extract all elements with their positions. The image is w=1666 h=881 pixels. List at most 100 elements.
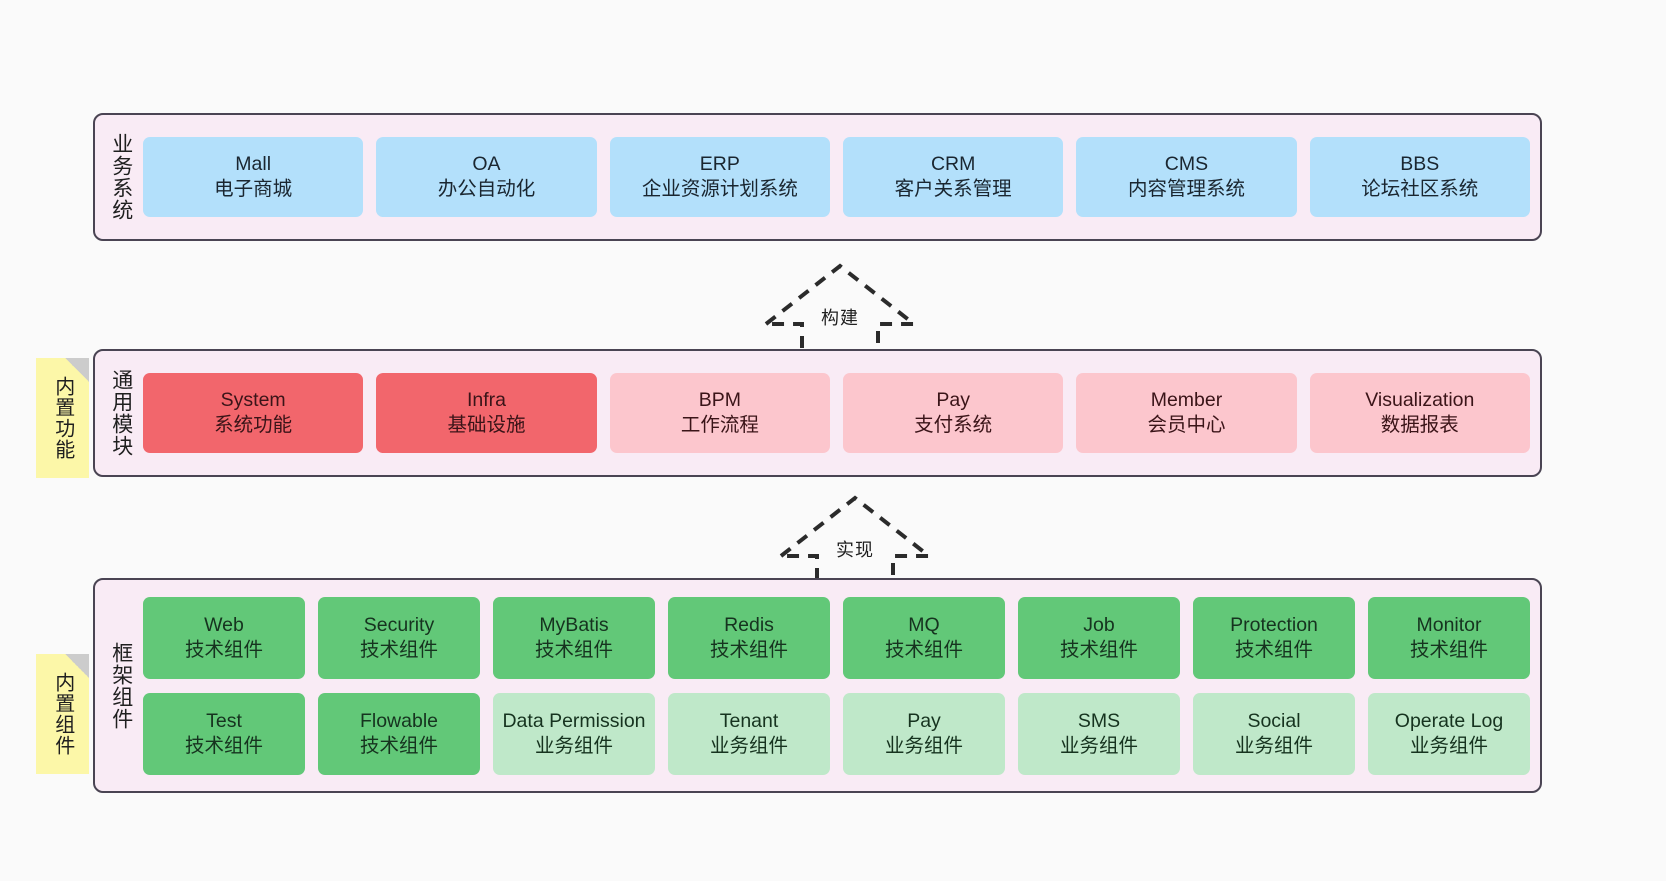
cell-mybatis-cn: 技术组件: [534, 638, 613, 661]
arrow-build-label: 构建: [821, 308, 859, 328]
cell-operate-log-en: Operate Log: [1394, 709, 1504, 732]
tier1-row-1: Mall 电子商城 OA 办公自动化 ERP 企业资源计划系统 CRM 客户关系…: [143, 137, 1530, 217]
cell-protection-en: Protection: [1230, 613, 1318, 636]
cell-crm[interactable]: CRM 客户关系管理: [842, 137, 1064, 217]
cell-job-en: Job: [1083, 613, 1115, 636]
cell-oa-en: OA: [472, 153, 501, 176]
cell-member-en: Member: [1150, 389, 1223, 412]
cell-sms[interactable]: SMS 业务组件: [1018, 692, 1180, 775]
cell-test[interactable]: Test 技术组件: [143, 692, 305, 775]
tier-body-framework-components: Web 技术组件 Security 技术组件 MyBatis 技术组件 Redi…: [143, 588, 1530, 783]
cell-job-cn: 技术组件: [1059, 638, 1138, 661]
cell-crm-en: CRM: [930, 153, 976, 176]
cell-system[interactable]: System 系统功能: [143, 373, 364, 453]
cell-web-en: Web: [204, 613, 244, 636]
cell-erp[interactable]: ERP 企业资源计划系统: [609, 137, 830, 217]
cell-cms-en: CMS: [1164, 153, 1209, 176]
cell-tenant-cn: 业务组件: [709, 734, 788, 757]
tier2-row-1: System 系统功能 Infra 基础设施 BPM 工作流程 Pay 支付系统…: [143, 373, 1530, 453]
cell-tenant-en: Tenant: [719, 709, 779, 732]
cell-protection[interactable]: Protection 技术组件: [1193, 596, 1355, 679]
cell-sms-cn: 业务组件: [1059, 734, 1138, 757]
cell-bpm[interactable]: BPM 工作流程: [609, 373, 830, 453]
cell-redis[interactable]: Redis 技术组件: [668, 596, 830, 679]
cell-bbs-cn: 论坛社区系统: [1361, 178, 1479, 200]
cell-system-en: System: [220, 389, 286, 412]
tier-body-business-systems: Mall 电子商城 OA 办公自动化 ERP 企业资源计划系统 CRM 客户关系…: [143, 123, 1530, 231]
cell-pay-component[interactable]: Pay 业务组件: [843, 692, 1005, 775]
cell-web[interactable]: Web 技术组件: [143, 596, 305, 679]
tier-body-common-modules: System 系统功能 Infra 基础设施 BPM 工作流程 Pay 支付系统…: [143, 359, 1530, 467]
cell-mybatis-en: MyBatis: [539, 613, 609, 636]
cell-bpm-en: BPM: [698, 389, 741, 412]
cell-social-cn: 业务组件: [1234, 734, 1313, 757]
cell-monitor[interactable]: Monitor 技术组件: [1368, 596, 1530, 679]
cell-job[interactable]: Job 技术组件: [1018, 596, 1180, 679]
cell-erp-cn: 企业资源计划系统: [641, 178, 798, 200]
cell-monitor-en: Monitor: [1416, 613, 1482, 636]
cell-mybatis[interactable]: MyBatis 技术组件: [493, 596, 655, 679]
cell-flowable-en: Flowable: [359, 709, 439, 732]
cell-mall-cn: 电子商城: [214, 178, 293, 200]
cell-bbs[interactable]: BBS 论坛社区系统: [1309, 137, 1530, 217]
cell-bpm-cn: 工作流程: [680, 414, 759, 436]
cell-web-cn: 技术组件: [184, 638, 263, 661]
cell-crm-cn: 客户关系管理: [894, 178, 1012, 200]
tier-label-framework-components: 框架组件: [109, 641, 133, 730]
note-builtin-functions: 内置功能: [36, 358, 89, 478]
arrow-implement: 实现: [775, 494, 935, 589]
cell-social[interactable]: Social 业务组件: [1193, 692, 1355, 775]
tier-label-common-modules: 通用模块: [109, 369, 133, 457]
cell-flowable[interactable]: Flowable 技术组件: [318, 692, 480, 775]
cell-member[interactable]: Member 会员中心: [1076, 373, 1297, 453]
cell-test-cn: 技术组件: [184, 734, 263, 757]
cell-monitor-cn: 技术组件: [1409, 638, 1488, 661]
cell-sms-en: SMS: [1077, 709, 1121, 732]
tier-label-business-systems: 业务系统: [109, 133, 133, 221]
cell-pay-module[interactable]: Pay 支付系统: [842, 373, 1064, 453]
cell-infra-en: Infra: [466, 389, 506, 412]
cell-infra[interactable]: Infra 基础设施: [376, 373, 597, 453]
cell-mq[interactable]: MQ 技术组件: [843, 596, 1005, 679]
cell-mq-cn: 技术组件: [884, 638, 963, 661]
cell-redis-en: Redis: [724, 613, 774, 636]
tier-common-modules: 通用模块 System 系统功能 Infra 基础设施 BPM 工作流程 Pay…: [93, 349, 1542, 477]
cell-pay-component-en: Pay: [907, 709, 941, 732]
cell-operate-log[interactable]: Operate Log 业务组件: [1368, 692, 1530, 775]
arrow-build: 构建: [760, 262, 920, 357]
cell-mq-en: MQ: [908, 613, 940, 636]
cell-member-cn: 会员中心: [1147, 414, 1226, 436]
cell-oa[interactable]: OA 办公自动化: [376, 137, 597, 217]
cell-visualization-en: Visualization: [1365, 389, 1475, 412]
cell-bbs-en: BBS: [1400, 153, 1440, 176]
arrow-implement-icon: [775, 495, 935, 588]
cell-mall[interactable]: Mall 电子商城: [143, 137, 364, 217]
arrow-implement-label: 实现: [836, 540, 874, 560]
note-builtin-components: 内置组件: [36, 654, 89, 774]
cell-operate-log-cn: 业务组件: [1409, 734, 1488, 757]
cell-social-en: Social: [1247, 709, 1301, 732]
cell-data-permission-cn: 业务组件: [534, 734, 613, 757]
cell-system-cn: 系统功能: [214, 414, 293, 436]
cell-redis-cn: 技术组件: [709, 638, 788, 661]
cell-security-en: Security: [363, 613, 435, 636]
cell-data-permission[interactable]: Data Permission 业务组件: [493, 692, 655, 775]
cell-visualization[interactable]: Visualization 数据报表: [1309, 373, 1530, 453]
cell-security-cn: 技术组件: [359, 638, 438, 661]
tier-business-systems: 业务系统 Mall 电子商城 OA 办公自动化 ERP 企业资源计划系统 CRM…: [93, 113, 1542, 241]
note-builtin-components-text: 内置组件: [51, 672, 74, 756]
cell-test-en: Test: [206, 709, 242, 732]
note-builtin-functions-text: 内置功能: [51, 376, 74, 460]
cell-pay-component-cn: 业务组件: [884, 734, 963, 757]
cell-mall-en: Mall: [235, 153, 272, 176]
arrow-build-icon: [760, 263, 920, 356]
tier3-row-2: Test 技术组件 Flowable 技术组件 Data Permission …: [143, 692, 1530, 775]
cell-visualization-cn: 数据报表: [1380, 414, 1459, 436]
cell-security[interactable]: Security 技术组件: [318, 596, 480, 679]
cell-tenant[interactable]: Tenant 业务组件: [668, 692, 830, 775]
cell-cms[interactable]: CMS 内容管理系统: [1076, 137, 1297, 217]
tier-framework-components: 框架组件 Web 技术组件 Security 技术组件 MyBatis 技术组件…: [93, 578, 1542, 793]
cell-pay-module-en: Pay: [936, 389, 970, 412]
cell-protection-cn: 技术组件: [1234, 638, 1313, 661]
